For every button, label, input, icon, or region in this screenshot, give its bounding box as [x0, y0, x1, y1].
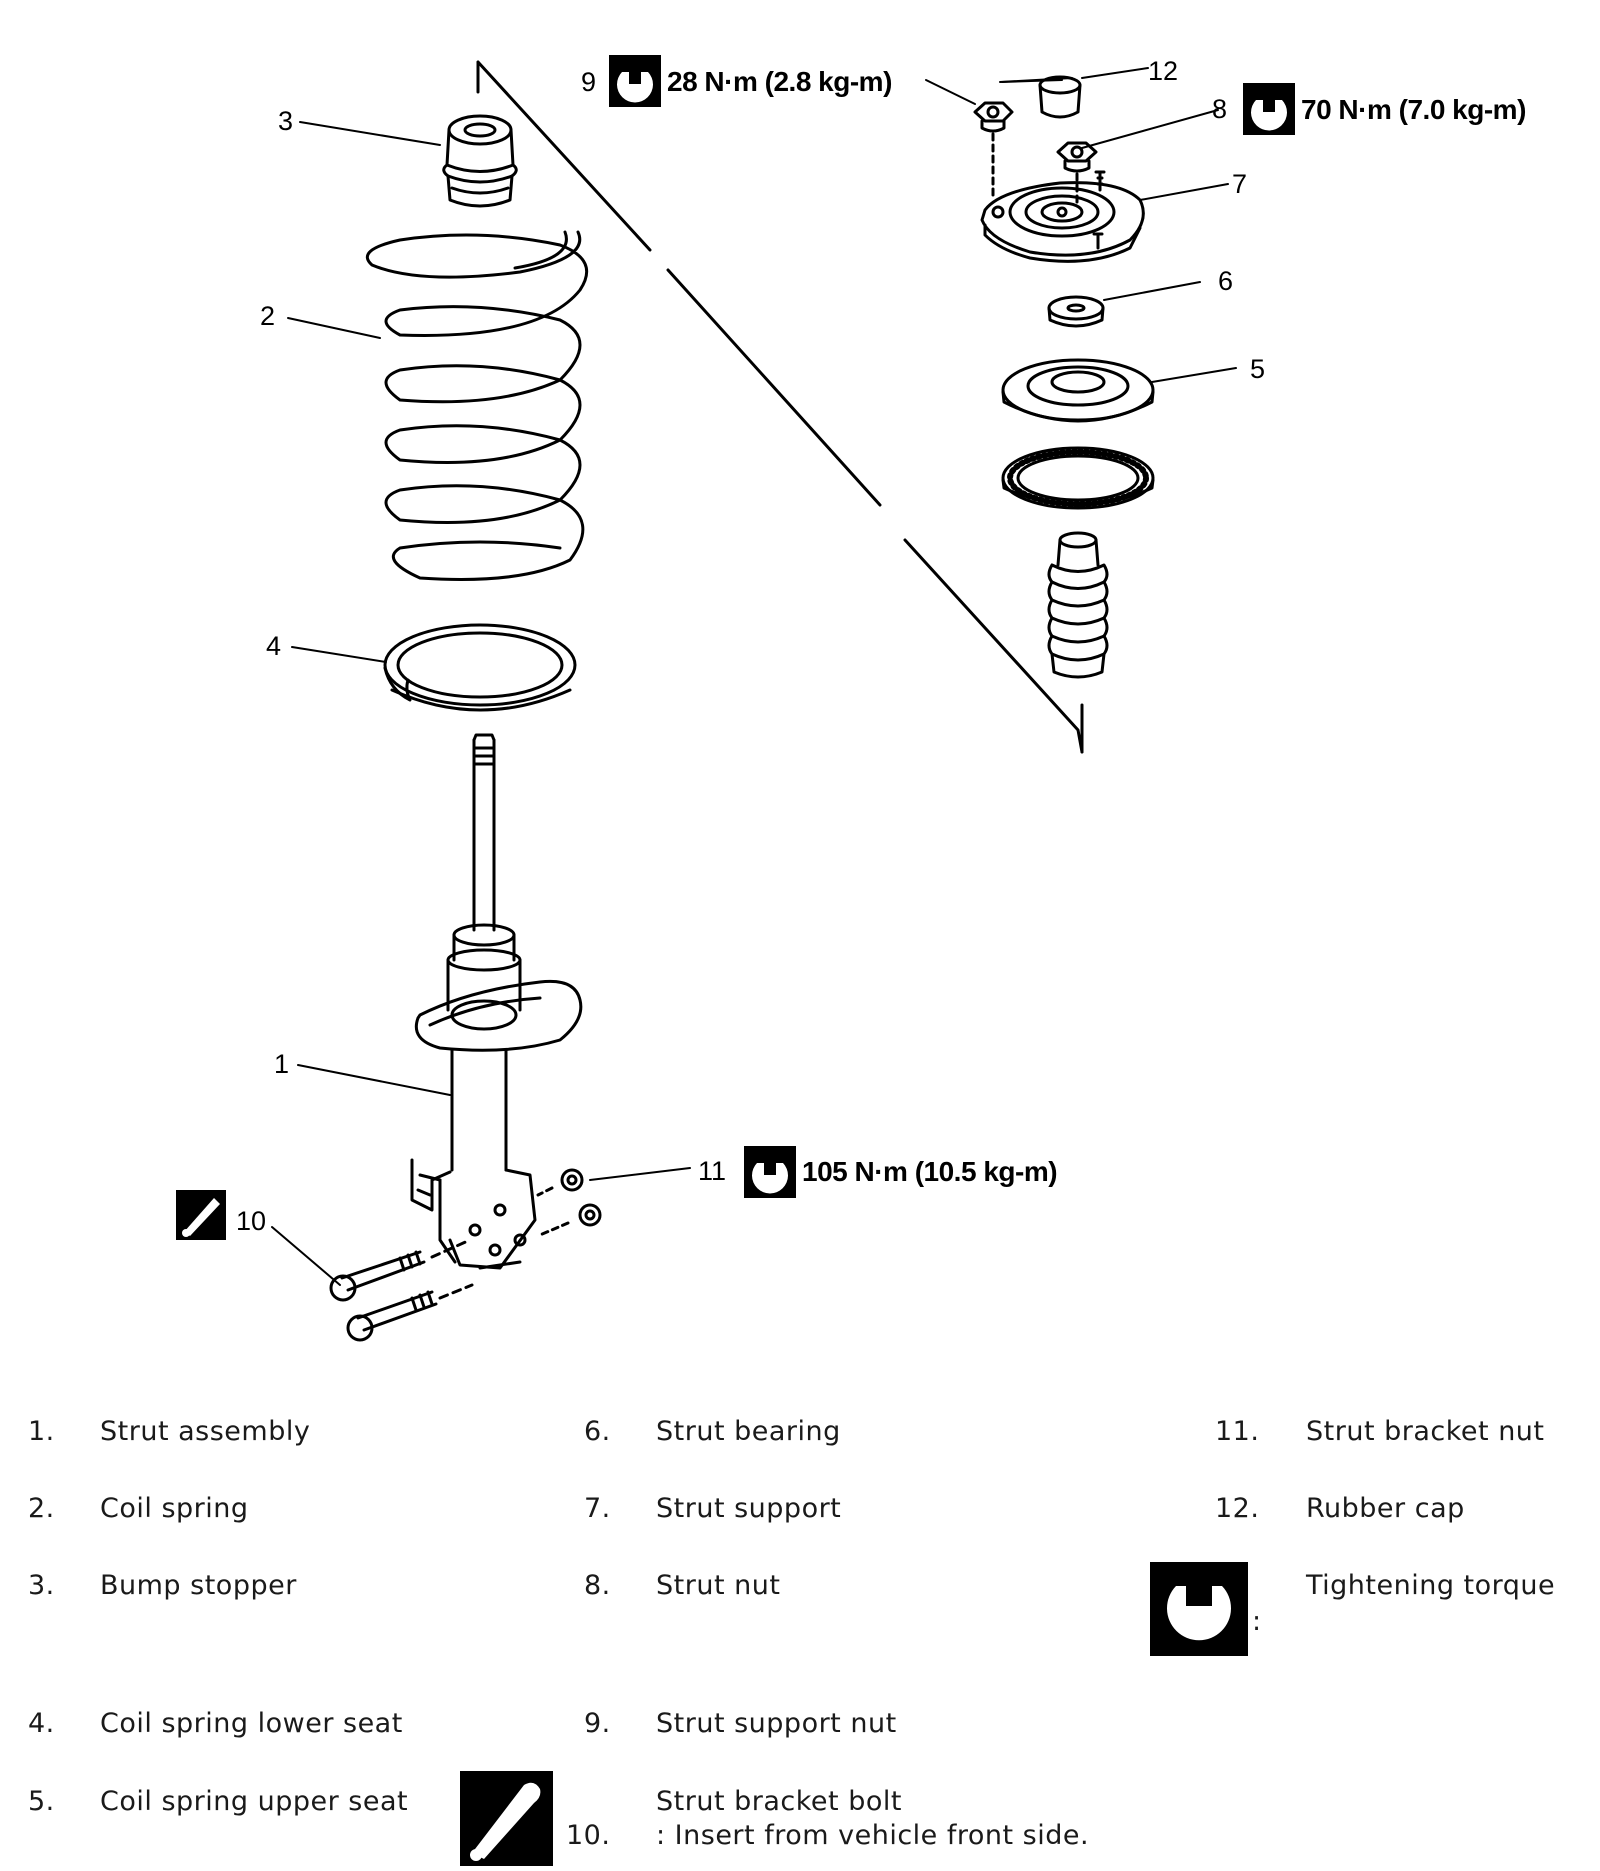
legend-note-10: : Insert from vehicle front side. — [656, 1820, 1090, 1851]
legend-label-5: Coil spring upper seat — [100, 1786, 409, 1817]
strut-assembly — [410, 733, 583, 1270]
legend-num-5: 5. — [28, 1786, 55, 1817]
legend-label-11: Strut bracket nut — [1306, 1416, 1545, 1447]
legend-num-10: 10. — [566, 1820, 611, 1851]
legend-label-4: Coil spring lower seat — [100, 1708, 403, 1739]
callout-10: 10 — [236, 1206, 266, 1236]
bearing-seal-ring — [1001, 446, 1155, 510]
callout-4: 4 — [266, 631, 281, 661]
callout-6: 6 — [1218, 266, 1233, 296]
strut-boot — [1047, 531, 1109, 679]
callout-7: 7 — [1232, 169, 1247, 199]
legend-num-3: 3. — [28, 1570, 55, 1601]
strut-bracket-bolts — [329, 1238, 474, 1342]
callout-12: 12 — [1148, 56, 1178, 86]
legend-num-1: 1. — [28, 1416, 55, 1447]
torque-symbol-colon: : — [1252, 1606, 1262, 1637]
rubber-cap — [1038, 75, 1082, 119]
strut-bracket-nuts — [536, 1168, 602, 1237]
legend-num-7: 7. — [584, 1493, 611, 1524]
wrench-torque-icon — [1243, 83, 1295, 135]
legend-label-6: Strut bearing — [656, 1416, 841, 1447]
strut-support — [980, 170, 1145, 263]
strut-exploded-diagram: 3 2 4 1 10 11 9 12 8 7 6 5 28 N·m (2.8 k… — [176, 55, 1526, 1342]
callout-3: 3 — [278, 106, 293, 136]
torque-symbol-label: Tightening torque — [1306, 1570, 1556, 1601]
legend-label-3: Bump stopper — [100, 1570, 297, 1601]
torque-value-11: 105 N·m (10.5 kg-m) — [802, 1156, 1057, 1187]
coil-spring — [365, 230, 589, 582]
insert-direction-icon — [460, 1771, 553, 1866]
wrench-torque-icon — [609, 55, 661, 107]
wrench-torque-icon — [1150, 1562, 1248, 1656]
coil-spring-lower-seat — [383, 623, 577, 712]
legend-num-12: 12. — [1215, 1493, 1260, 1524]
legend-label-12: Rubber cap — [1306, 1493, 1465, 1524]
callout-11: 11 — [698, 1156, 726, 1186]
callout-2: 2 — [260, 301, 275, 331]
callout-1: 1 — [274, 1049, 289, 1079]
callout-5: 5 — [1250, 354, 1265, 384]
torque-value-8: 70 N·m (7.0 kg-m) — [1301, 94, 1526, 125]
callout-9: 9 — [581, 67, 596, 97]
callout-8: 8 — [1212, 94, 1227, 124]
bump-stopper — [442, 114, 518, 208]
torque-value-9: 28 N·m (2.8 kg-m) — [667, 66, 892, 97]
strut-bearing — [1047, 295, 1105, 328]
legend-label-9: Strut support nut — [656, 1708, 897, 1739]
strut-support-nut — [973, 101, 1014, 202]
exploded-guide-line — [476, 60, 1084, 754]
legend-label-10: Strut bracket bolt — [656, 1786, 902, 1817]
leader-lines — [271, 67, 1237, 1286]
legend-num-8: 8. — [584, 1570, 611, 1601]
legend-label-1: Strut assembly — [100, 1416, 311, 1447]
legend-num-4: 4. — [28, 1708, 55, 1739]
coil-spring-upper-seat — [1001, 358, 1155, 423]
parts-legend: 1. Strut assembly 2. Coil spring 3. Bump… — [0, 1390, 1600, 1866]
legend-label-8: Strut nut — [656, 1570, 781, 1601]
insert-direction-icon — [176, 1190, 226, 1240]
legend-num-11: 11. — [1215, 1416, 1260, 1447]
legend-label-7: Strut support — [656, 1493, 842, 1524]
legend-num-6: 6. — [584, 1416, 611, 1447]
wrench-torque-icon — [744, 1146, 796, 1198]
legend-num-9: 9. — [584, 1708, 611, 1739]
legend-num-2: 2. — [28, 1493, 55, 1524]
legend-label-2: Coil spring — [100, 1493, 249, 1524]
